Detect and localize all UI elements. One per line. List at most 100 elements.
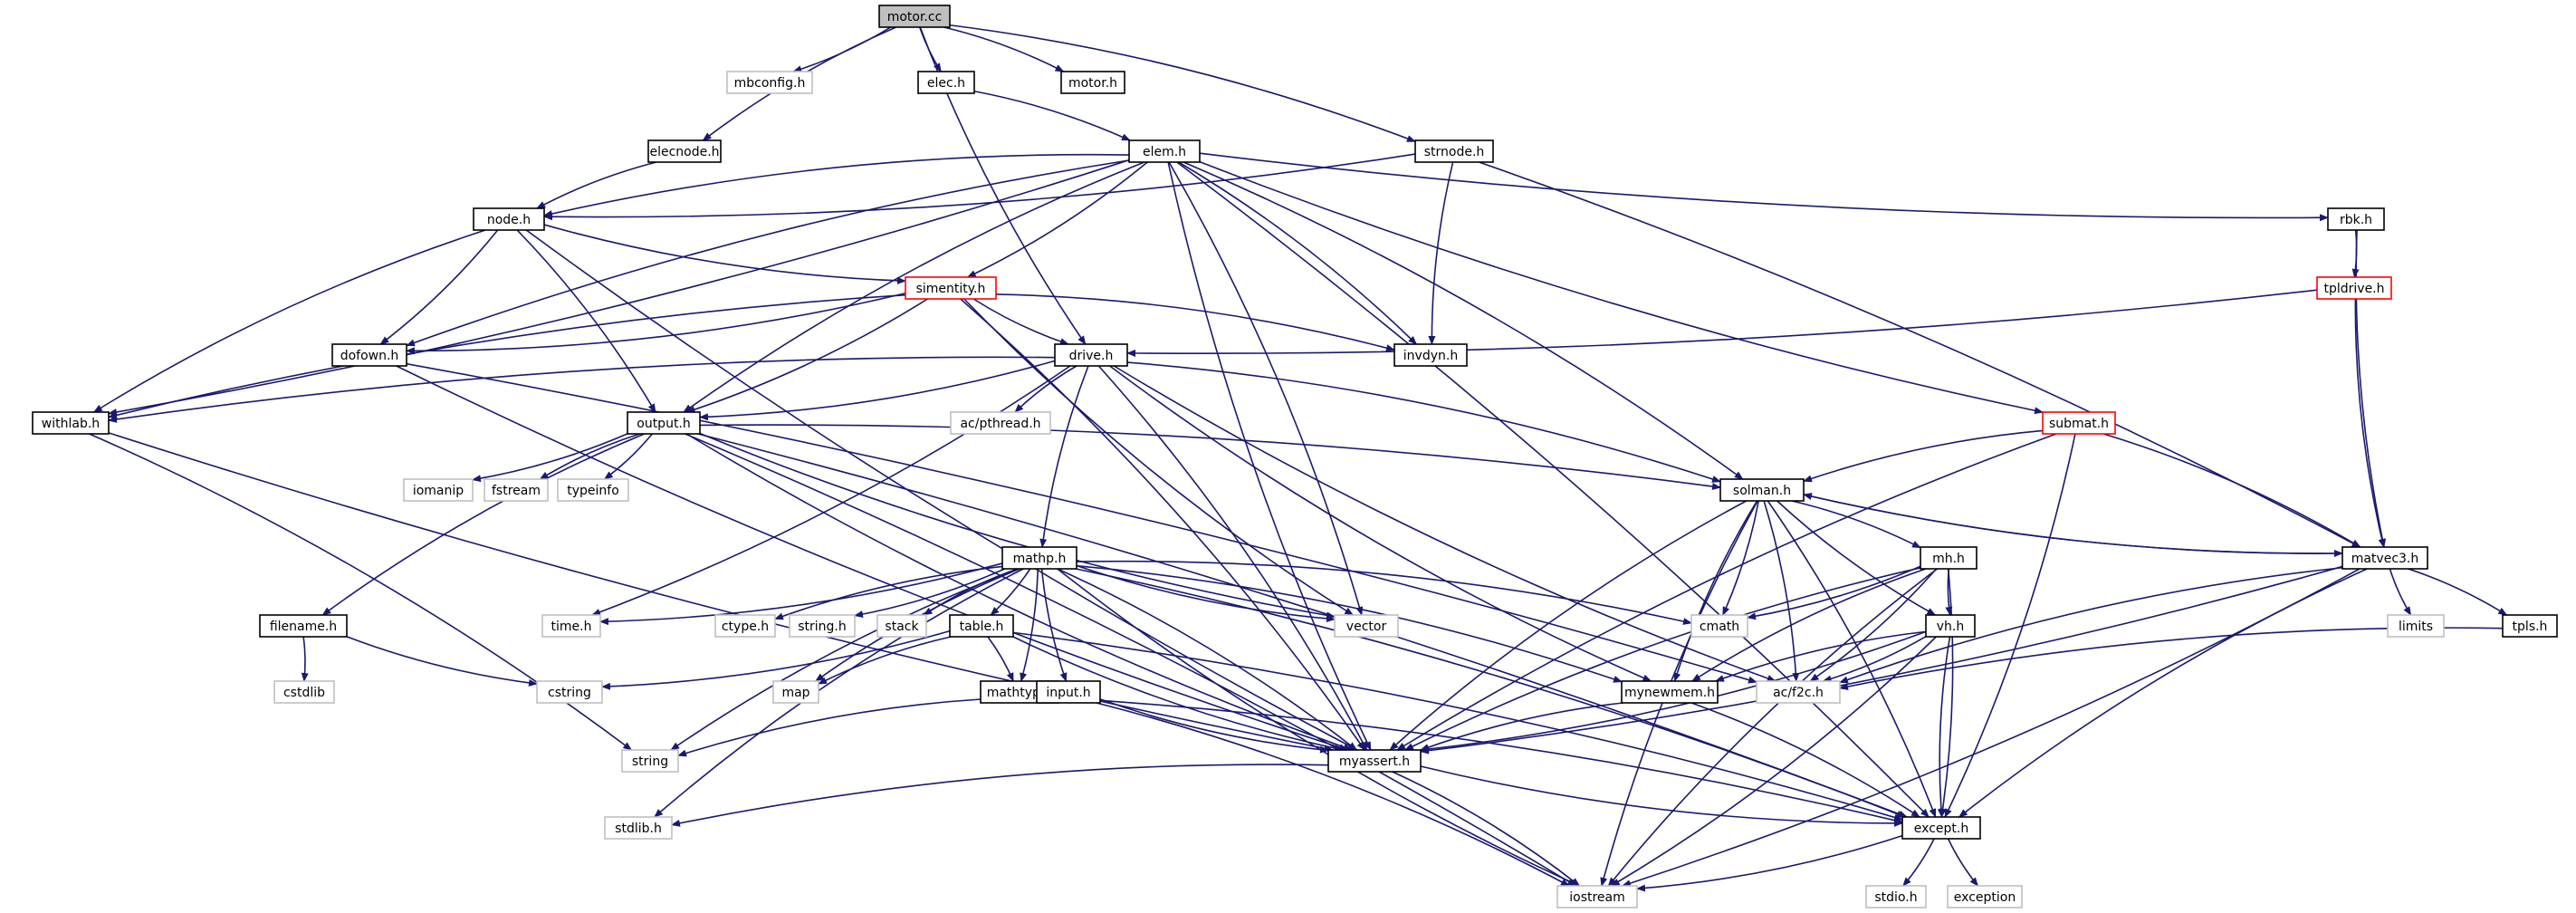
node-invdyn-h[interactable]: invdyn.h — [1393, 343, 1468, 367]
node-box — [536, 680, 603, 704]
edge-mathp_h-to-iostream — [1057, 568, 1581, 887]
node-box — [1925, 614, 1976, 638]
node-box — [32, 411, 110, 435]
node-box — [403, 478, 474, 502]
edge-node_h-to-myassert_h — [525, 229, 1358, 751]
edge-elem_h-to-output_h — [683, 161, 1145, 413]
node-input-h[interactable]: input.h — [1036, 680, 1101, 704]
edge-table_h-to-cstring — [601, 629, 951, 690]
node-box — [1334, 614, 1399, 638]
node-output-h[interactable]: output.h — [627, 411, 701, 435]
node-label: ac/f2c.h — [1773, 686, 1824, 700]
node-limits: limits — [2387, 614, 2445, 638]
edge-except_h-to-exception — [1947, 838, 1979, 887]
node-elecnode-h[interactable]: elecnode.h — [647, 139, 722, 163]
edge-drive_h-to-time_h — [591, 365, 1071, 616]
edge-simentity_h-to-invdyn_h — [995, 293, 1395, 351]
edge-output_h-to-vector — [699, 432, 1336, 620]
node-label: cstring — [548, 686, 591, 700]
node-box — [2316, 276, 2392, 300]
node-label: iostream — [1569, 890, 1625, 905]
node-strnode-h[interactable]: strnode.h — [1414, 139, 1494, 163]
node-fstream: fstream — [484, 478, 549, 502]
edge-motor_cc-to-mbconfig_h — [792, 26, 892, 73]
node-vh-h[interactable]: vh.h — [1925, 614, 1976, 638]
node-label: simentity.h — [916, 282, 986, 296]
edge-mathp_h-to-except_h — [1075, 568, 1906, 818]
node-box — [1556, 885, 1638, 908]
node-box — [259, 614, 348, 638]
node-label: drive.h — [1069, 349, 1114, 363]
node-simentity-h[interactable]: simentity.h — [905, 276, 997, 300]
node-node-h[interactable]: node.h — [473, 207, 545, 231]
node-elem-h[interactable]: elem.h — [1128, 139, 1201, 163]
node-box — [647, 139, 722, 163]
node-table-h[interactable]: table.h — [949, 614, 1014, 638]
node-mh-h[interactable]: mh.h — [1920, 546, 1977, 570]
edge-mathp_h-to-input_h — [1040, 568, 1068, 682]
node-mbconfig-h: mbconfig.h — [726, 71, 813, 94]
node-except-h[interactable]: except.h — [1901, 816, 1981, 840]
node-box — [876, 614, 927, 638]
edge-drive_h-to-withlab_h — [108, 356, 1056, 423]
node-mathp-h[interactable]: mathp.h — [1001, 546, 1077, 570]
edge-output_h-to-solman_h — [699, 424, 1721, 490]
node-rbk-h[interactable]: rbk.h — [2327, 207, 2385, 231]
edge-elem_h-to-rbk_h — [1199, 152, 2329, 222]
node-mynewmem-h[interactable]: mynewmem.h — [1621, 680, 1719, 704]
edge-output_h-to-fstream — [539, 433, 640, 480]
node-label: strnode.h — [1424, 145, 1485, 159]
node-box — [905, 276, 997, 300]
edge-mathp_h-to-time_h — [599, 562, 1003, 626]
node-matvec3-h[interactable]: matvec3.h — [2341, 546, 2428, 570]
node-ac-f2c-h: ac/f2c.h — [1756, 680, 1841, 704]
edge-elem_h-to-except_h — [1176, 161, 1930, 818]
node-label: submat.h — [2049, 417, 2109, 431]
node-iomanip: iomanip — [403, 478, 474, 502]
node-tpldrive-h[interactable]: tpldrive.h — [2316, 276, 2392, 300]
edge-motor_cc-to-motor_h — [943, 26, 1065, 72]
node-box — [1947, 885, 2023, 908]
node-filename-h[interactable]: filename.h — [259, 614, 348, 638]
edge-submat_h-to-solman_h — [1803, 429, 2044, 483]
edge-elec_h-to-elem_h — [973, 90, 1131, 141]
edge-mathp_h-to-ctype_h — [774, 565, 1003, 620]
node-time-h: time.h — [541, 614, 601, 638]
edge-solman_h-to-mynewmem_h — [1673, 500, 1758, 682]
edge-simentity_h-to-dofown_h — [406, 292, 906, 355]
edge-mynewmem_h-to-myassert_h — [1420, 702, 1623, 751]
node-label: string.h — [798, 620, 847, 634]
node-box — [1393, 343, 1468, 367]
node-drive-h[interactable]: drive.h — [1054, 343, 1128, 367]
node-box — [1756, 680, 1841, 704]
node-dofown-h[interactable]: dofown.h — [331, 343, 407, 367]
edge-matvec3_h-to-limits — [2389, 568, 2412, 616]
node-label: vector — [1346, 620, 1387, 634]
edge-vh_h-to-iostream — [1610, 636, 1937, 887]
node-label: stack — [885, 620, 919, 634]
node-label: tpls.h — [2513, 620, 2548, 634]
node-tpls-h[interactable]: tpls.h — [2502, 614, 2558, 638]
edge-output_h-to-iostream — [685, 433, 1577, 887]
node-box — [1865, 885, 1927, 908]
edge-mathp_h-to-mathtyp_h — [1020, 568, 1039, 682]
node-box — [1054, 343, 1128, 367]
node-label: input.h — [1046, 686, 1090, 700]
node-label: time.h — [551, 620, 592, 634]
node-motor-h[interactable]: motor.h — [1060, 71, 1125, 94]
edge-elem_h-to-invdyn_h — [1178, 161, 1418, 345]
edge-simentity_h-to-withlab_h — [108, 293, 906, 419]
node-typeinfo: typeinfo — [557, 478, 629, 502]
node-solman-h[interactable]: solman.h — [1719, 478, 1805, 502]
node-box — [2327, 207, 2385, 231]
node-withlab-h[interactable]: withlab.h — [32, 411, 110, 435]
node-label: exception — [1954, 890, 2016, 905]
node-label: ac/pthread.h — [960, 417, 1040, 431]
node-submat-h[interactable]: submat.h — [2042, 411, 2116, 435]
node-elec-h[interactable]: elec.h — [917, 71, 975, 94]
edge-vh_h-to-ac_f2c_h — [1822, 636, 1927, 683]
edge-myassert_h-to-except_h — [1420, 765, 1903, 827]
node-label: myassert.h — [1339, 754, 1410, 769]
edge-drive_h-to-output_h — [699, 360, 1056, 421]
node-myassert-h[interactable]: myassert.h — [1327, 749, 1422, 773]
